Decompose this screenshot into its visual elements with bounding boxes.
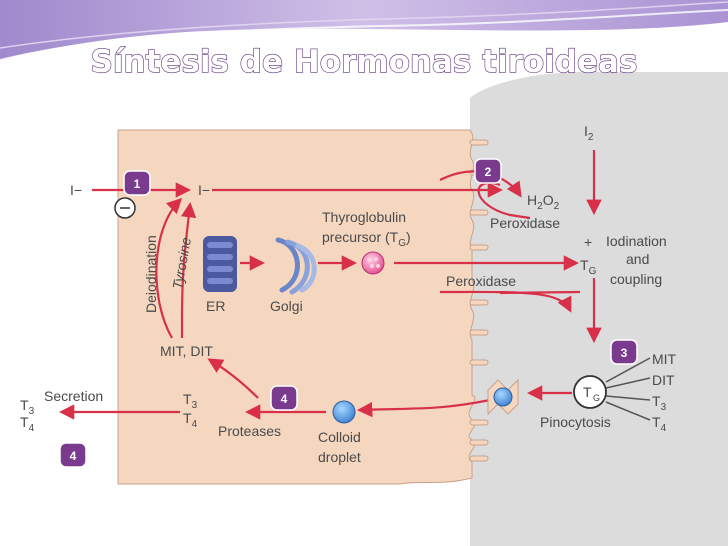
step-badge-3: 3	[610, 339, 638, 365]
diagram-labels: I− I− I2 H2O2 Peroxidase + Iodination an…	[20, 123, 677, 465]
svg-text:4: 4	[70, 449, 77, 463]
iodide-cell-label: I−	[198, 182, 210, 198]
pinocytosis-label: Pinocytosis	[540, 414, 611, 430]
svg-text:G: G	[593, 393, 600, 403]
t4-right-label: T4	[652, 414, 667, 434]
svg-text:3: 3	[621, 346, 628, 360]
er-label: ER	[206, 298, 225, 314]
iodide-transporter	[114, 197, 136, 219]
coupling-label: coupling	[610, 271, 662, 287]
tg-vesicle	[361, 251, 385, 275]
svg-text:T: T	[583, 384, 592, 400]
plus-label: +	[584, 234, 592, 250]
pinocytosis-vesicle	[487, 378, 519, 416]
proteases-label: Proteases	[218, 423, 281, 439]
t3-out-label: T3	[20, 397, 35, 417]
deiodination-label: Deiodination	[143, 235, 159, 313]
header-banner	[0, 0, 728, 61]
svg-text:2: 2	[485, 165, 492, 179]
golgi-label: Golgi	[270, 298, 303, 314]
iodide-outside-label: I−	[70, 182, 82, 198]
svg-text:4: 4	[281, 392, 288, 406]
svg-text:1: 1	[134, 177, 141, 191]
mit-label: MIT	[652, 351, 677, 367]
i2-label: I2	[584, 123, 594, 143]
follicular-cell	[117, 129, 476, 485]
step-badge-2: 2	[474, 158, 502, 184]
page-title: Síntesis de Hormonas tiroideas	[91, 44, 638, 80]
t4-out-label: T4	[20, 414, 35, 434]
and-label: and	[626, 251, 649, 267]
er-organelle	[203, 236, 237, 292]
tg-label: TG	[580, 257, 597, 277]
h2o2-label: H2O2	[527, 192, 560, 212]
golgi-organelle	[275, 237, 317, 295]
t3-in-label: T3	[183, 391, 198, 411]
tg-product-lines	[499, 290, 651, 421]
secretion-label: Secretion	[44, 388, 103, 404]
droplet-label: droplet	[318, 449, 361, 465]
iodination-label: Iodination	[606, 233, 667, 249]
colloid-region	[470, 71, 728, 546]
colloid-label: Colloid	[318, 429, 361, 445]
step-badge-4-secretion: 4	[59, 442, 87, 468]
dit-label: DIT	[652, 372, 675, 388]
step-badge-1: 1	[123, 170, 151, 196]
peroxidase-mid-label: Peroxidase	[446, 273, 516, 289]
mit-dit-label: MIT, DIT	[160, 343, 213, 359]
precursor-label: precursor (TG)	[322, 229, 411, 249]
t3-right-label: T3	[652, 393, 667, 413]
colloid-droplet	[332, 400, 356, 424]
t4-in-label: T4	[183, 410, 198, 430]
peroxidase-top-label: Peroxidase	[490, 215, 560, 231]
tg-circle: T G	[573, 375, 607, 409]
thyroglobulin-label: Thyroglobulin	[322, 209, 406, 225]
step-badge-4-proteases: 4	[270, 385, 298, 411]
